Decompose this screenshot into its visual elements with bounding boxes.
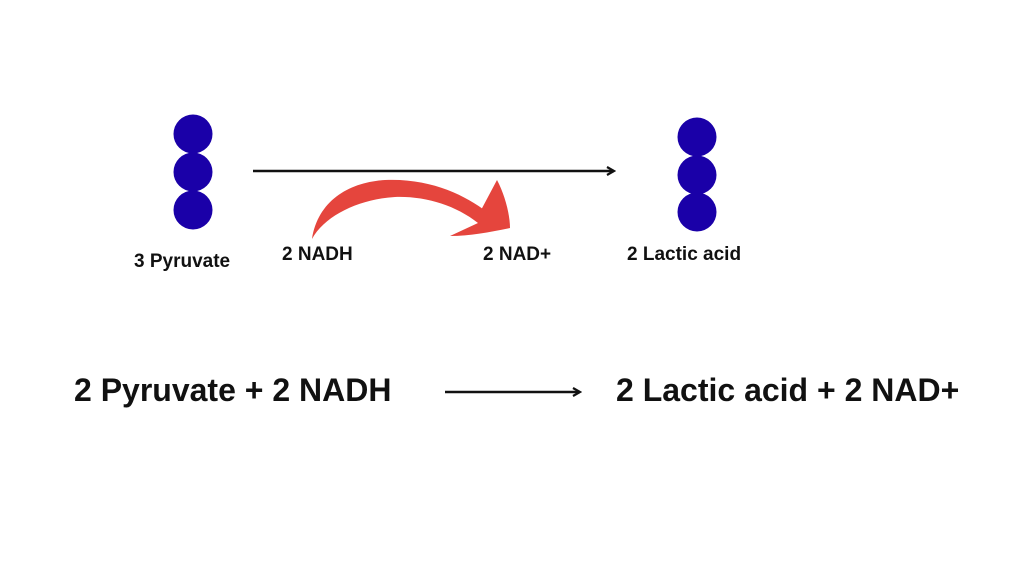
equation-right: 2 Lactic acid + 2 NAD+ <box>616 372 960 408</box>
carbon-atom <box>677 117 717 157</box>
carbon-atom <box>173 152 213 192</box>
carbon-atom <box>677 155 717 195</box>
carbon-atom <box>173 190 213 230</box>
cofactor-out-label: 2 NAD+ <box>483 244 552 265</box>
cofactor-in-label: 2 NADH <box>282 244 353 265</box>
reactant-label: 3 Pyruvate <box>134 251 231 272</box>
product-label: 2 Lactic acid <box>627 244 742 265</box>
carbon-atom <box>173 114 213 154</box>
carbon-atom <box>677 192 717 232</box>
cofactor-curved-arrow <box>312 179 510 239</box>
equation-left: 2 Pyruvate + 2 NADH <box>74 372 392 408</box>
pyruvate-molecule-icon <box>173 114 213 230</box>
lactic-acid-molecule-icon <box>677 117 717 232</box>
